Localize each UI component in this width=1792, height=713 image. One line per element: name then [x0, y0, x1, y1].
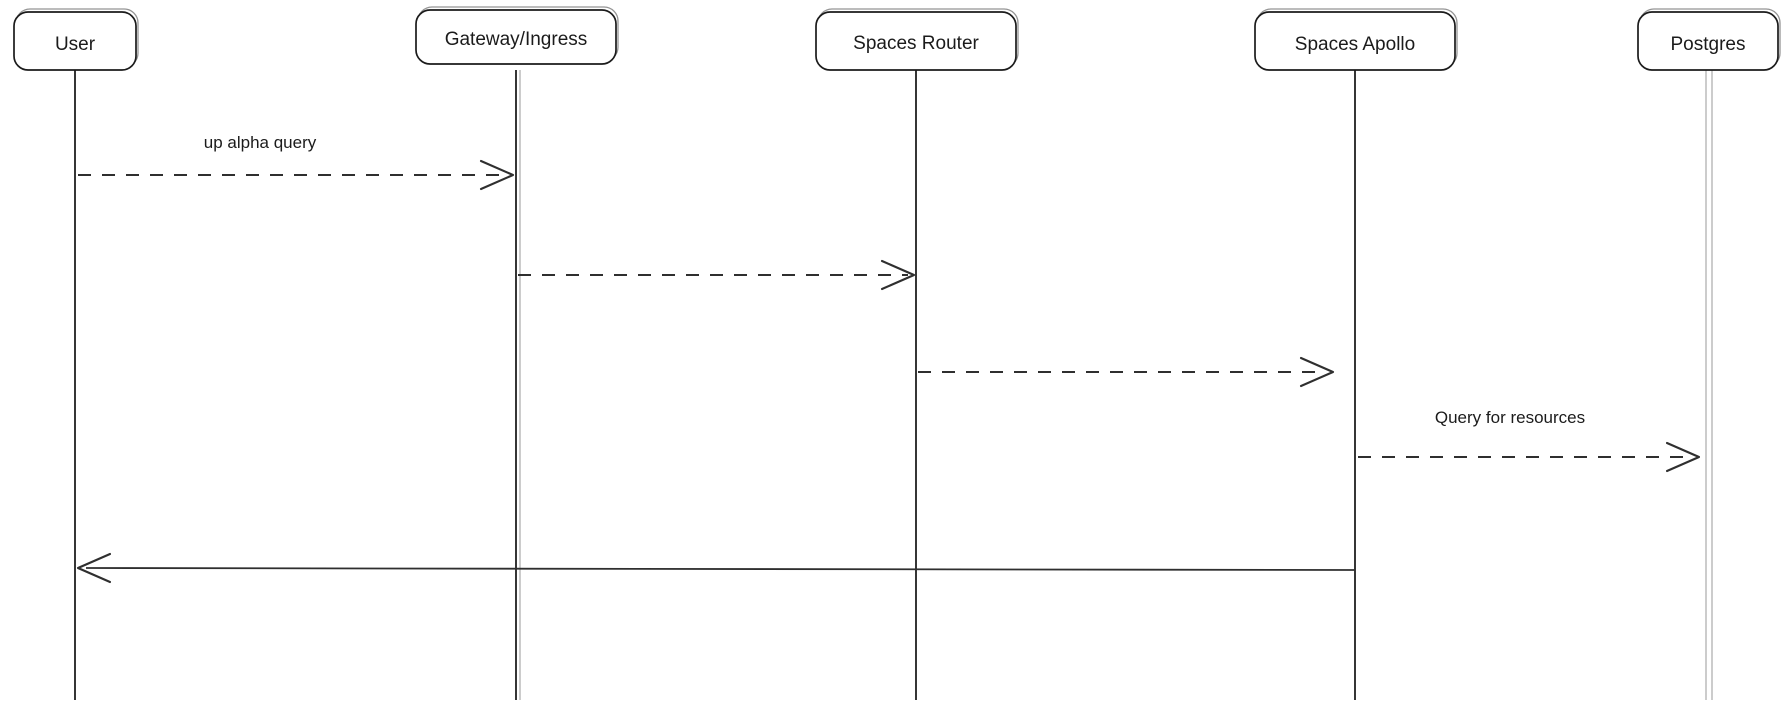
participant-label-apollo: Spaces Apollo: [1295, 34, 1415, 55]
message-1[interactable]: up alpha query: [78, 133, 515, 191]
participant-router[interactable]: Spaces Router: [815, 8, 1019, 71]
participant-label-postgres: Postgres: [1671, 34, 1746, 55]
message-5-return[interactable]: [76, 552, 1356, 584]
message-label-4: Query for resources: [1435, 408, 1585, 427]
participant-postgres[interactable]: Postgres: [1637, 8, 1781, 71]
message-4[interactable]: Query for resources: [1358, 408, 1701, 473]
message-arrowhead-4: [1665, 441, 1701, 473]
message-label-1: up alpha query: [204, 133, 317, 152]
participant-label-user: User: [55, 34, 96, 55]
message-arrowhead-3: [1299, 356, 1335, 388]
message-arrowhead-2: [880, 259, 916, 291]
message-arrowhead-5: [76, 552, 112, 584]
message-line-5: [85, 567, 1356, 571]
message-2[interactable]: [518, 259, 916, 291]
lifelines-group: [74, 70, 1713, 700]
participant-label-router: Spaces Router: [853, 33, 979, 54]
participant-apollo[interactable]: Spaces Apollo: [1254, 8, 1458, 71]
message-3[interactable]: [918, 356, 1335, 388]
lifeline-gateway: [515, 70, 521, 700]
lifeline-postgres: [1705, 70, 1713, 700]
participant-user[interactable]: User: [13, 8, 139, 71]
message-arrowhead-1: [479, 159, 515, 191]
participant-gateway[interactable]: Gateway/Ingress: [415, 6, 619, 65]
participant-label-gateway: Gateway/Ingress: [445, 29, 588, 50]
